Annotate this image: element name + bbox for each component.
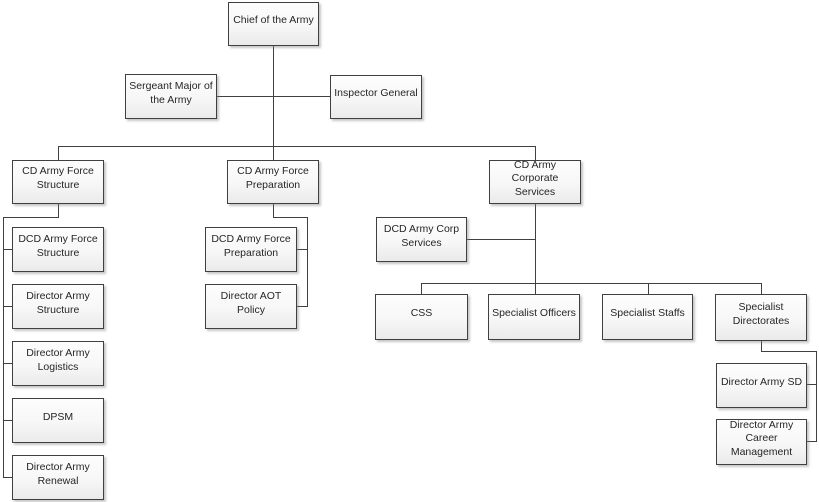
connector-line (3, 420, 13, 421)
org-node-dcd-army-force-structure: DCD Army Force Structure (12, 227, 104, 272)
connector-line (761, 283, 762, 294)
org-node-specialist-staffs: Specialist Staffs (602, 294, 693, 340)
connector-line (807, 441, 817, 442)
org-node-director-army-structure: Director Army Structure (12, 284, 104, 329)
connector-line (3, 217, 59, 218)
connector-line (761, 351, 817, 352)
connector-line (816, 351, 817, 442)
org-node-specialist-directorates: Specialist Directorates (715, 294, 807, 341)
connector-line (3, 306, 13, 307)
org-node-css: CSS (375, 294, 468, 340)
org-node-cd-army-force-structure: CD Army Force Structure (12, 160, 104, 204)
connector-line (58, 146, 59, 161)
org-node-dpsm: DPSM (12, 398, 104, 443)
org-node-specialist-officers: Specialist Officers (488, 294, 580, 340)
connector-line (648, 283, 649, 294)
connector-line (217, 96, 330, 97)
org-node-director-army-career-management: Director Army Career Management (716, 419, 807, 465)
connector-line (273, 217, 308, 218)
connector-line (535, 146, 536, 161)
org-node-inspector-general: Inspector General (330, 75, 422, 119)
connector-line (535, 203, 536, 294)
connector-line (3, 217, 4, 478)
connector-line (421, 283, 762, 284)
connector-line (761, 341, 762, 352)
connector-line (273, 203, 274, 218)
connector-line (307, 217, 308, 307)
org-node-cd-army-force-preparation: CD Army Force Preparation (227, 160, 319, 204)
org-node-dcd-army-corp-services: DCD Army Corp Services (376, 217, 467, 262)
connector-line (58, 203, 59, 218)
connector-line (3, 249, 13, 250)
org-node-sergeant-major-of-the-army: Sergeant Major of the Army (125, 74, 217, 119)
connector-line (3, 477, 13, 478)
connector-line (273, 146, 274, 161)
org-node-cd-army-corporate-services: CD Army Corporate Services (489, 159, 581, 204)
org-node-chief-of-the-army: Chief of the Army (228, 2, 319, 46)
connector-line (421, 283, 422, 294)
connector-line (467, 239, 535, 240)
connector-line (58, 146, 536, 147)
connector-line (807, 384, 817, 385)
connector-line (3, 363, 13, 364)
org-node-director-aot-policy: Director AOT Policy (205, 284, 297, 329)
connector-line (297, 306, 308, 307)
org-node-dcd-army-force-preparation: DCD Army Force Preparation (205, 227, 297, 272)
org-node-director-army-sd: Director Army SD (716, 363, 807, 408)
connector-line (297, 249, 308, 250)
org-node-director-army-logistics: Director Army Logistics (12, 341, 104, 386)
org-node-director-army-renewal: Director Army Renewal (12, 455, 104, 500)
